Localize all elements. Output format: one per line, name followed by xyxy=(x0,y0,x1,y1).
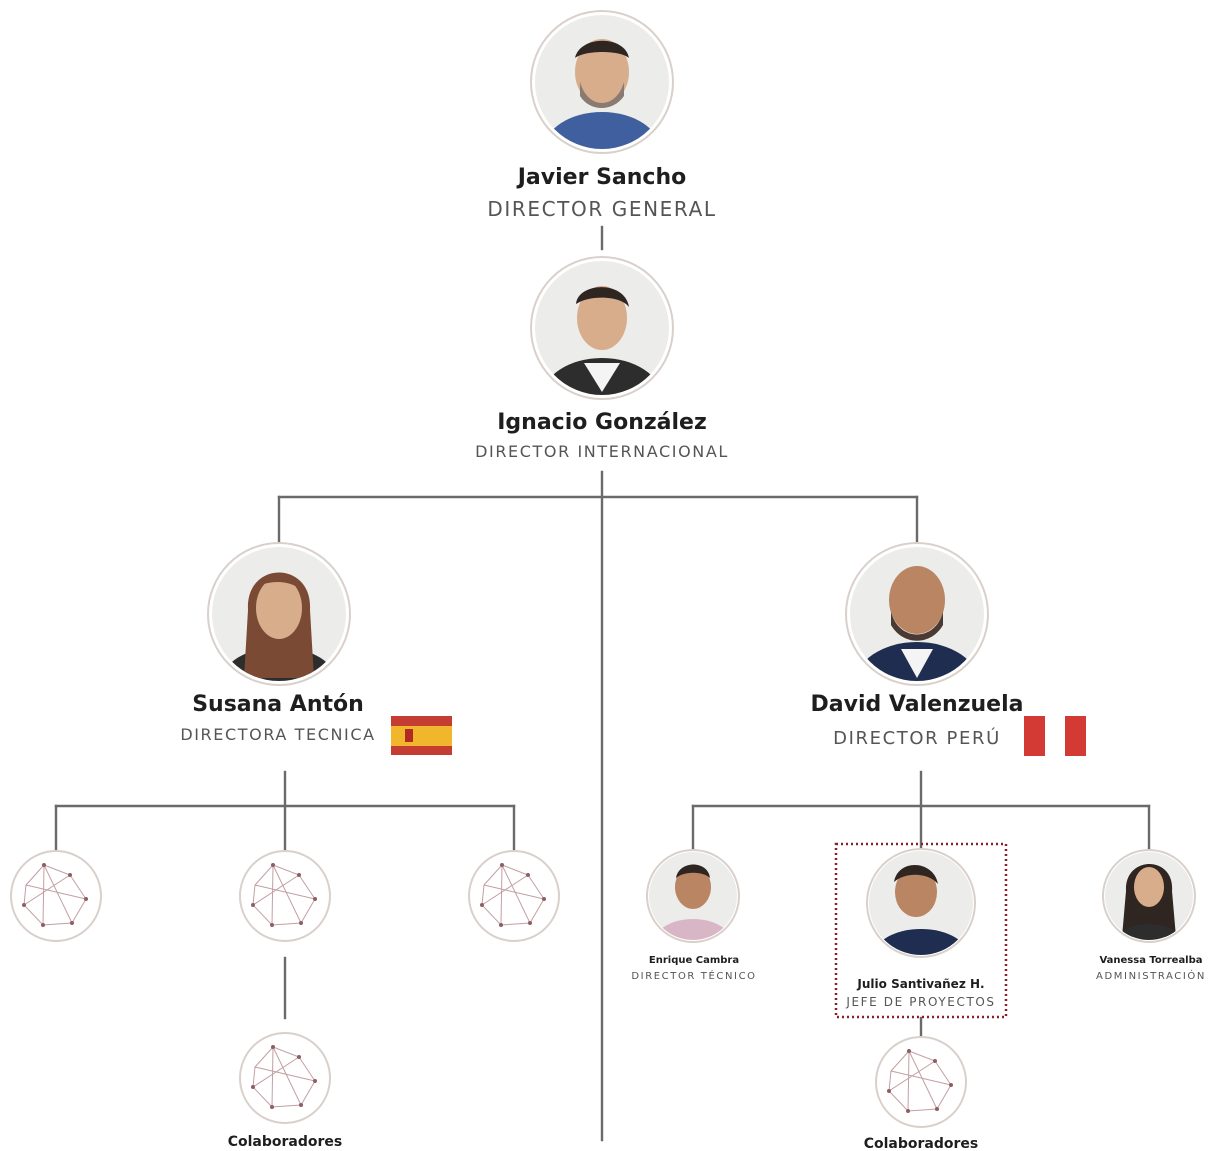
name-vanessa: Vanessa Torrealba xyxy=(1099,955,1202,966)
avatar-julio xyxy=(869,851,973,955)
name-david: David Valenzuela xyxy=(811,692,1024,717)
network-icon xyxy=(10,850,102,942)
avatar-david xyxy=(850,547,984,681)
julio-highlight-box xyxy=(834,842,1008,1019)
person-david: David Valenzuela DIRECTOR PERÚ xyxy=(811,542,1086,756)
role-susana: DIRECTORA TECNICA xyxy=(180,725,375,744)
person-enrique: Enrique Cambra DIRECTOR TÉCNICO xyxy=(631,849,756,982)
person-susana: Susana Antón DIRECTORA TECNICA xyxy=(180,542,452,755)
name-enrique: Enrique Cambra xyxy=(649,955,739,966)
spain-collaborators-label: Colaboradores xyxy=(228,1134,343,1150)
role-david: DIRECTOR PERÚ xyxy=(833,727,1001,749)
network-icon xyxy=(239,1032,331,1124)
avatar-javier xyxy=(535,15,669,149)
person-javier: Javier Sancho DIRECTOR GENERAL xyxy=(487,10,716,221)
avatar-enrique xyxy=(649,852,737,940)
name-ignacio: Ignacio González xyxy=(497,410,707,435)
avatar-susana xyxy=(212,547,346,681)
avatar-vanessa xyxy=(1105,852,1193,940)
role-vanessa: ADMINISTRACIÓN xyxy=(1096,969,1206,982)
peru-collaborators-label: Colaboradores xyxy=(864,1136,979,1151)
role-javier: DIRECTOR GENERAL xyxy=(487,197,716,221)
role-ignacio: DIRECTOR INTERNACIONAL xyxy=(475,442,729,461)
spain-team-network-center xyxy=(239,850,331,942)
role-enrique: DIRECTOR TÉCNICO xyxy=(631,969,756,982)
name-susana: Susana Antón xyxy=(192,692,364,717)
person-vanessa: Vanessa Torrealba ADMINISTRACIÓN xyxy=(1096,849,1206,982)
network-icon xyxy=(239,850,331,942)
spain-flag-icon xyxy=(391,716,452,755)
spain-team-network-right xyxy=(468,850,560,942)
network-icon xyxy=(468,850,560,942)
role-julio: JEFE DE PROYECTOS xyxy=(845,995,995,1009)
spain-team-network-left xyxy=(10,850,102,942)
connector-lines xyxy=(54,225,1151,1142)
person-ignacio: Ignacio González DIRECTOR INTERNACIONAL xyxy=(475,256,729,461)
spain-collaborators: Colaboradores xyxy=(228,1032,343,1150)
network-icon xyxy=(875,1036,967,1128)
peru-collaborators: Colaboradores xyxy=(864,1036,979,1151)
name-julio: Julio Santivañez H. xyxy=(856,977,984,991)
avatar-ignacio xyxy=(535,261,669,395)
name-javier: Javier Sancho xyxy=(516,165,687,190)
peru-flag-icon xyxy=(1024,716,1086,756)
person-julio: Julio Santivañez H. JEFE DE PROYECTOS xyxy=(834,842,1008,1019)
